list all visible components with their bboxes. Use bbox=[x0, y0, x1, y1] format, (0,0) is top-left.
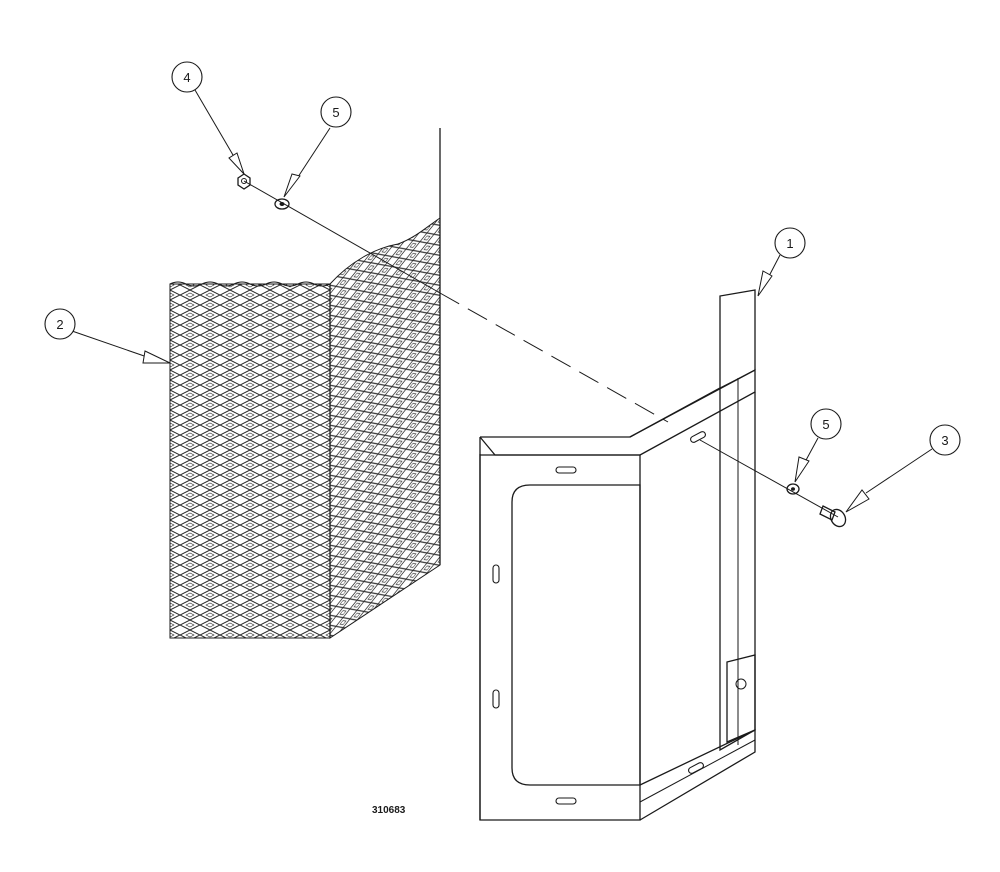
callout-label-5-lower: 5 bbox=[822, 417, 829, 432]
mesh-front-face bbox=[169, 283, 331, 639]
bracket-gusset bbox=[726, 654, 756, 743]
slot-top-front bbox=[555, 466, 577, 474]
callout-label-1: 1 bbox=[786, 236, 793, 251]
drawing-number: 310683 bbox=[372, 805, 406, 816]
assembly-dashed-line bbox=[439, 292, 669, 423]
bolt-part-3 bbox=[819, 505, 847, 528]
slot-bottom-front bbox=[555, 797, 577, 805]
bracket-upper-rail bbox=[629, 289, 756, 438]
callout-balloon-1: 1 bbox=[774, 227, 806, 259]
bracket-top-flange bbox=[480, 368, 756, 456]
slot-bottom-flange bbox=[688, 762, 704, 774]
slot-left-upper bbox=[492, 564, 500, 584]
washer-part-5-upper bbox=[274, 198, 290, 210]
callout-label-2: 2 bbox=[56, 317, 63, 332]
bracket-front-plate bbox=[479, 454, 641, 821]
bracket-front-outline bbox=[479, 436, 640, 456]
washer-part-5-lower bbox=[786, 483, 800, 495]
slot-top-rail bbox=[690, 431, 706, 443]
callout-balloon-3: 3 bbox=[929, 424, 961, 456]
gusset-hole bbox=[735, 678, 747, 690]
slot-left-lower bbox=[492, 689, 500, 709]
fastener-axis-upper bbox=[243, 180, 441, 294]
mesh-front-top-edge bbox=[169, 281, 331, 287]
callout-label-4: 4 bbox=[183, 70, 190, 85]
mesh-side-face bbox=[329, 217, 441, 639]
bracket-opening bbox=[511, 484, 641, 786]
callout-balloon-2: 2 bbox=[44, 308, 76, 340]
callout-leaders bbox=[71, 89, 933, 513]
assembly-centerlines bbox=[243, 180, 839, 518]
callout-balloon-5-upper: 5 bbox=[320, 96, 352, 128]
callout-balloon-4: 4 bbox=[171, 61, 203, 93]
callout-label-5-upper: 5 bbox=[332, 105, 339, 120]
bracket-bottom-flange bbox=[639, 728, 756, 821]
callout-balloon-5-lower: 5 bbox=[810, 408, 842, 440]
bracket-frame-part bbox=[479, 289, 756, 821]
callout-label-3: 3 bbox=[941, 433, 948, 448]
fastener-axis-lower bbox=[699, 439, 839, 518]
mesh-screen-part bbox=[169, 128, 441, 639]
